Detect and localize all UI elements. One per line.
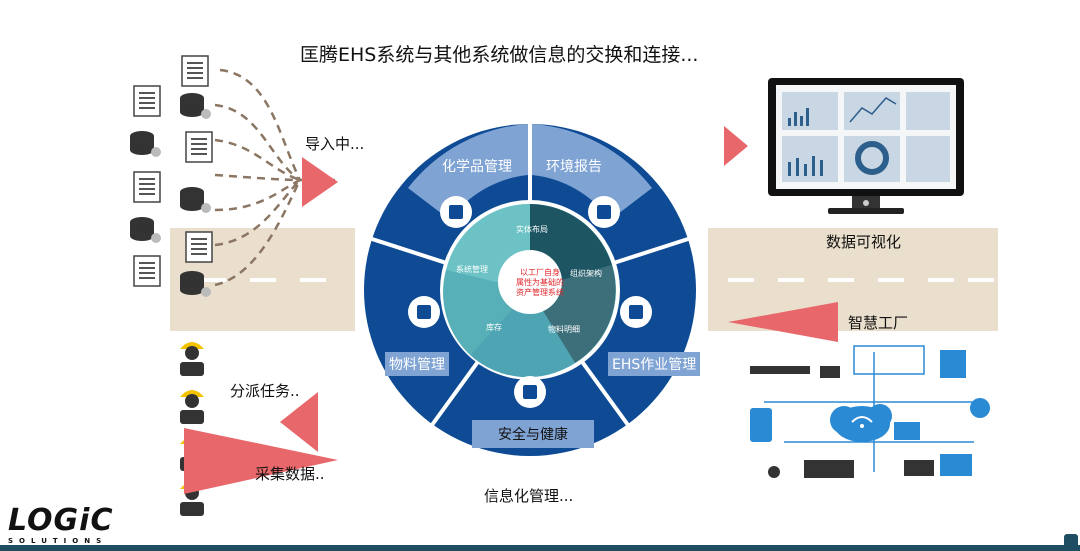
collect-label: 采集数据.. — [255, 463, 325, 484]
segment-environment: 环境报告 — [546, 156, 602, 176]
computer-icon — [894, 422, 920, 440]
factory-icon — [940, 350, 966, 378]
smart-factory-arrow — [728, 302, 840, 342]
visualization-label: 数据可视化 — [826, 231, 901, 252]
import-arrow — [300, 157, 340, 207]
smart-factory-graphic — [744, 342, 1010, 492]
inner-material-detail: 物料明细 — [548, 324, 580, 335]
inner-layout: 实体布局 — [516, 224, 548, 235]
corner-icon[interactable] — [1064, 534, 1078, 548]
document-icon — [182, 56, 208, 86]
segment-materials: 物料管理 — [385, 352, 449, 376]
flask-icon — [449, 205, 463, 219]
info-mgmt-label: 信息化管理... — [484, 485, 573, 506]
page-title: 匡腾EHS系统与其他系统做信息的交换和连接... — [300, 40, 698, 67]
safety-icon — [523, 385, 537, 399]
worker-icon — [180, 342, 204, 376]
display-icon — [940, 454, 972, 476]
collect-arrow — [180, 428, 340, 496]
plant-icon — [804, 460, 854, 478]
visualization-arrow — [724, 126, 750, 166]
box-icon — [417, 305, 431, 319]
smart-factory-label: 智慧工厂 — [848, 312, 908, 333]
center-line-1: 以工厂自身 — [507, 268, 573, 278]
dislike-icon — [970, 398, 990, 418]
segment-chemical: 化学品管理 — [442, 156, 512, 176]
database-icon — [180, 93, 211, 119]
monitor-graphic — [768, 78, 964, 216]
segment-ehs-operation: EHS作业管理 — [608, 352, 700, 376]
import-label: 导入中... — [305, 133, 364, 154]
assign-label: 分派任务.. — [230, 380, 300, 401]
document-gear-icon — [629, 305, 643, 319]
report-icon — [597, 205, 611, 219]
inner-system-mgmt: 系统管理 — [456, 264, 488, 275]
logo: LOGiC — [8, 503, 113, 538]
center-line-2: 属性为基础的 — [507, 278, 573, 288]
tablet-icon — [750, 408, 772, 442]
center-text: 以工厂自身 属性为基础的 资产管理系统 — [507, 268, 573, 298]
center-line-3: 资产管理系统 — [507, 288, 573, 298]
inner-org: 组织架构 — [570, 268, 602, 279]
logo-subtitle: SOLUTIONS — [8, 537, 107, 545]
segment-safety-health: 安全与健康 — [472, 420, 594, 448]
inner-inventory: 库存 — [486, 322, 502, 333]
footer-bar — [0, 545, 1080, 551]
